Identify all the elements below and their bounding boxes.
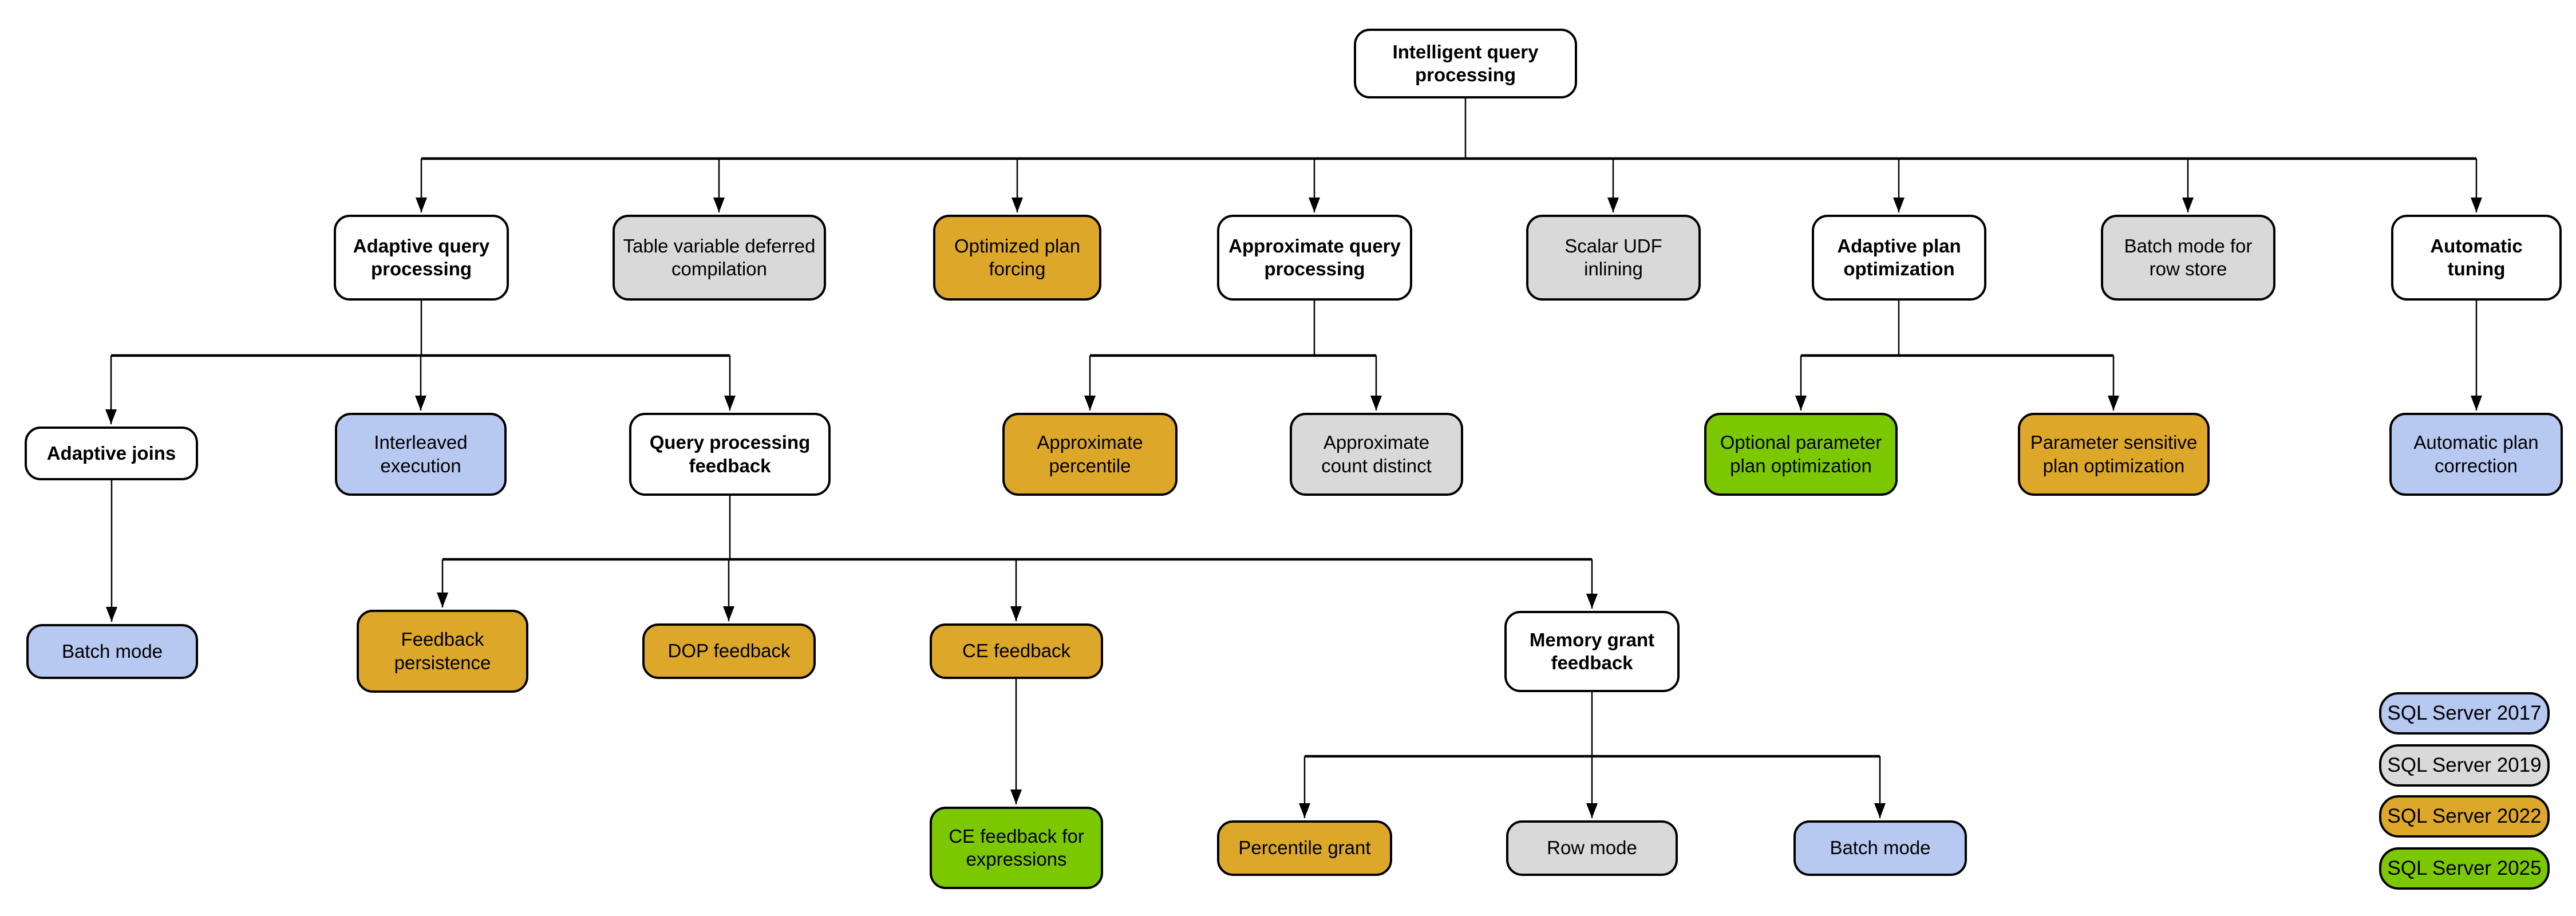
legend-sql-server-2022: SQL Server 2022	[2379, 795, 2550, 838]
node-intelligent-query-processing: Intelligent query processing	[1354, 29, 1577, 98]
node-label: Batch mode	[1830, 837, 1931, 859]
node-ce-feedback-for-expressions: CE feedback for expressions	[930, 807, 1103, 889]
node-automatic-plan-correction: Automatic plan correction	[2389, 413, 2563, 496]
node-label: Optional parameter plan optimization	[1720, 432, 1882, 476]
node-batch-mode-memory-grant: Batch mode	[1793, 820, 1967, 876]
node-label: Percentile grant	[1238, 837, 1371, 859]
node-label: Approximate query processing	[1228, 235, 1401, 279]
legend-label: SQL Server 2025	[2387, 857, 2542, 879]
node-label: Intelligent query processing	[1392, 41, 1539, 85]
node-table-variable-deferred-compilation: Table variable deferred compilation	[613, 215, 826, 301]
node-approximate-percentile: Approximate percentile	[1002, 413, 1178, 496]
node-interleaved-execution: Interleaved execution	[335, 413, 507, 496]
node-parameter-sensitive-plan-optimization: Parameter sensitive plan optimization	[2018, 413, 2210, 496]
node-approximate-query-processing: Approximate query processing	[1217, 215, 1412, 301]
node-row-mode: Row mode	[1506, 820, 1678, 876]
legend-sql-server-2019: SQL Server 2019	[2379, 744, 2550, 787]
node-label: Table variable deferred compilation	[623, 235, 816, 279]
node-query-processing-feedback: Query processing feedback	[629, 413, 831, 496]
node-dop-feedback: DOP feedback	[642, 623, 816, 679]
node-optional-parameter-plan-optimization: Optional parameter plan optimization	[1704, 413, 1898, 496]
node-label: Query processing feedback	[649, 432, 811, 476]
legend-label: SQL Server 2017	[2387, 702, 2542, 724]
node-label: Batch mode for row store	[2124, 235, 2253, 279]
node-approximate-count-distinct: Approximate count distinct	[1290, 413, 1463, 496]
node-label: Interleaved execution	[374, 432, 468, 476]
legend-label: SQL Server 2022	[2387, 805, 2542, 827]
node-label: Approximate percentile	[1037, 432, 1143, 476]
legend-sql-server-2025: SQL Server 2025	[2379, 847, 2550, 890]
node-label: Row mode	[1547, 837, 1637, 859]
node-adaptive-query-processing: Adaptive query processing	[334, 215, 509, 301]
node-label: CE feedback for expressions	[949, 825, 1084, 870]
node-label: CE feedback	[962, 640, 1070, 662]
node-label: Optimized plan forcing	[954, 235, 1081, 279]
node-label: Parameter sensitive plan optimization	[2030, 432, 2198, 476]
node-label: Adaptive query processing	[353, 235, 490, 279]
node-batch-mode-for-row-store: Batch mode for row store	[2101, 215, 2275, 301]
node-label: Automatic plan correction	[2413, 432, 2539, 476]
legend-sql-server-2017: SQL Server 2017	[2379, 692, 2550, 735]
node-optimized-plan-forcing: Optimized plan forcing	[933, 215, 1101, 301]
node-percentile-grant: Percentile grant	[1217, 820, 1392, 876]
node-label: Automatic tuning	[2430, 235, 2523, 279]
node-adaptive-joins: Adaptive joins	[25, 427, 198, 480]
node-label: Approximate count distinct	[1321, 432, 1432, 476]
node-label: Memory grant feedback	[1529, 629, 1655, 673]
node-label: Scalar UDF inlining	[1564, 235, 1662, 279]
node-automatic-tuning: Automatic tuning	[2391, 215, 2562, 301]
legend-label: SQL Server 2019	[2387, 754, 2542, 776]
node-batch-mode-adaptive-joins: Batch mode	[26, 624, 198, 679]
node-adaptive-plan-optimization: Adaptive plan optimization	[1812, 215, 1986, 301]
node-label: Adaptive plan optimization	[1837, 235, 1961, 279]
node-scalar-udf-inlining: Scalar UDF inlining	[1526, 215, 1701, 301]
node-label: Adaptive joins	[46, 442, 176, 464]
node-label: Feedback persistence	[394, 629, 491, 673]
node-ce-feedback: CE feedback	[930, 623, 1103, 679]
node-memory-grant-feedback: Memory grant feedback	[1504, 611, 1680, 692]
node-label: Batch mode	[61, 640, 163, 662]
node-label: DOP feedback	[667, 640, 791, 662]
node-feedback-persistence: Feedback persistence	[357, 610, 528, 693]
